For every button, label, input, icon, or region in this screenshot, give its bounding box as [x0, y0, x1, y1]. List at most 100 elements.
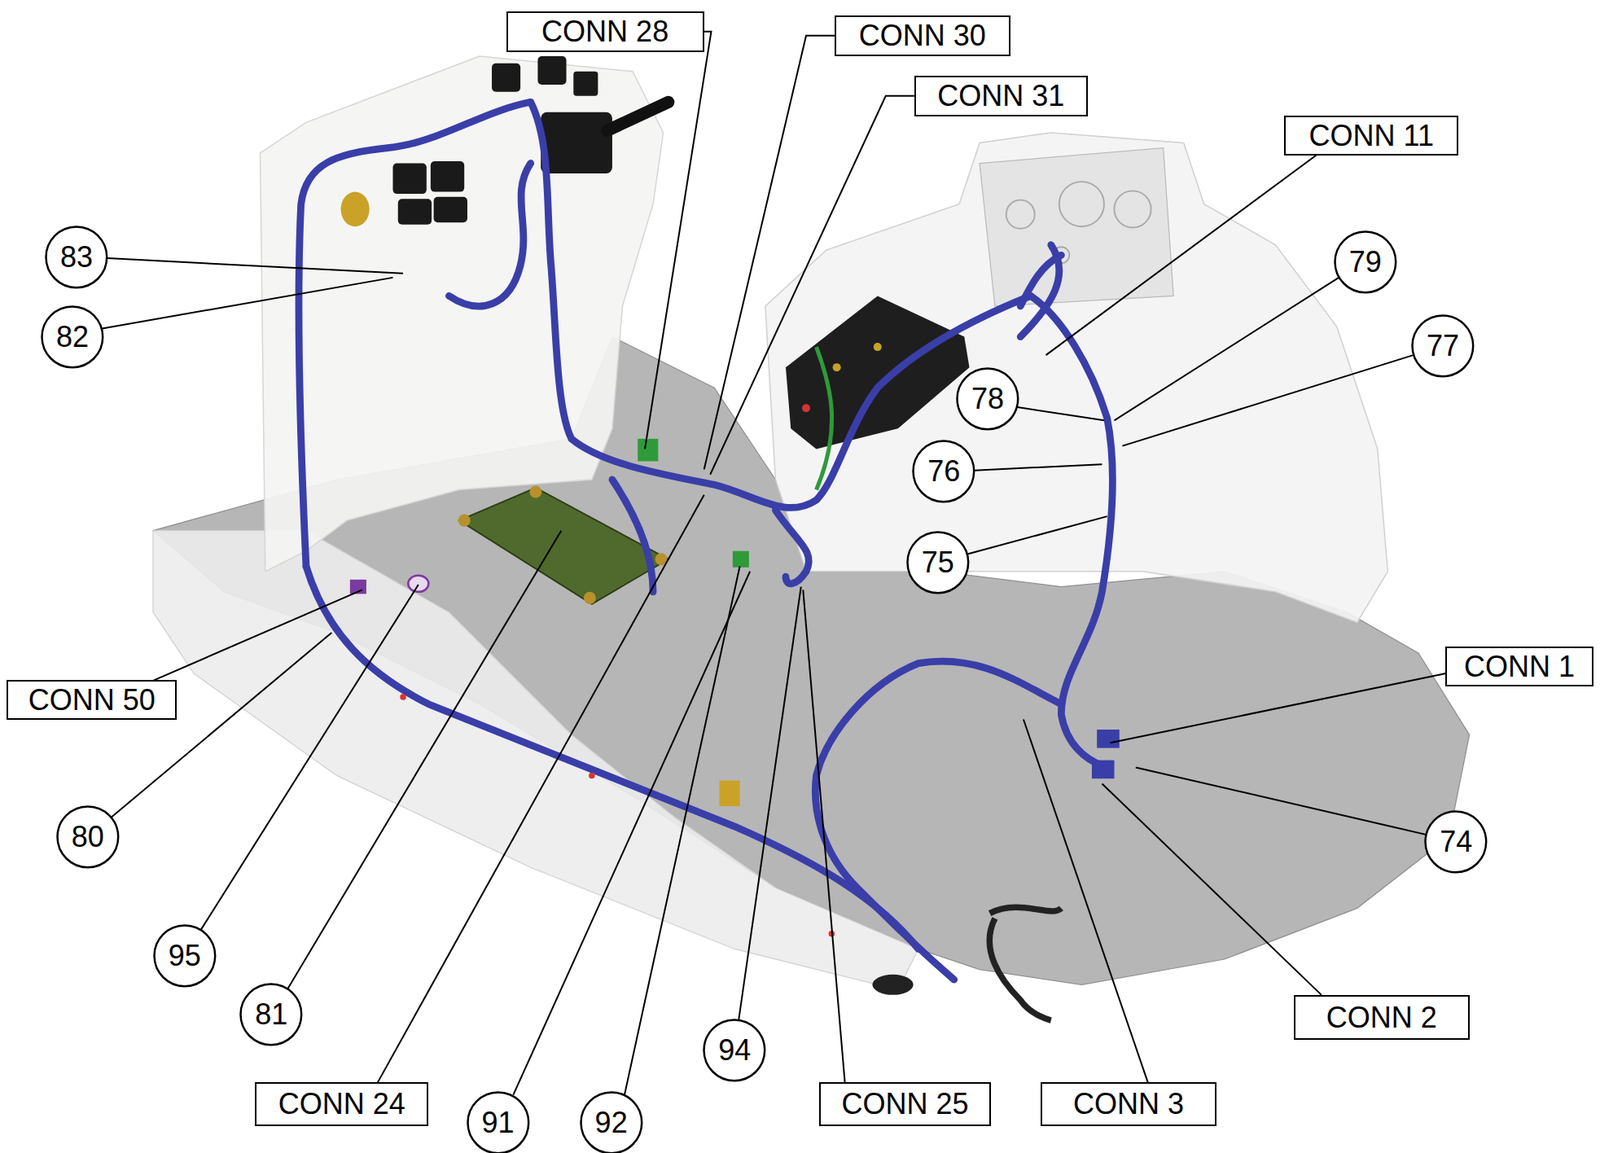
connector-name: CONN 28: [541, 15, 669, 49]
connector-name: CONN 24: [278, 1087, 406, 1121]
wiring-harness-shape: [448, 163, 531, 307]
body-panel: [153, 56, 1470, 991]
switch-components-shape: [989, 918, 1051, 1021]
leader-line-shape: [153, 589, 363, 681]
leader-line-shape: [1046, 154, 1317, 356]
callout-circle-outline: [704, 1019, 766, 1081]
switch-components-shape: [430, 161, 465, 193]
callout-number-text: 80: [71, 820, 105, 854]
connector-name: CONN 50: [28, 683, 156, 717]
callout-number-text: 75: [921, 546, 955, 579]
leader-line-shape: [1016, 407, 1105, 421]
harness-connectors-shape: [732, 551, 750, 568]
switch-components-shape: [537, 56, 566, 85]
leader-line-shape: [1101, 783, 1321, 995]
connector-name: CONN 2: [1326, 1001, 1438, 1035]
callout-number-text: 76: [927, 455, 960, 488]
leader-line-shape: [512, 571, 750, 1096]
leader-line-shape: [644, 31, 711, 450]
leader-line: [101, 31, 1446, 1096]
switch-components-shape: [832, 363, 842, 372]
electronic-module-shape: [458, 514, 471, 527]
switch-components-shape: [873, 342, 882, 351]
illustration-group: [101, 31, 1469, 1096]
switch-components-shape: [341, 192, 370, 228]
harness-connectors-shape: [399, 693, 407, 701]
switch-components-shape: [491, 63, 521, 93]
body-panel-shape: [1059, 181, 1105, 227]
wiring-harness-shape: [298, 101, 531, 566]
connector-label-box: CONN 11: [1284, 115, 1459, 157]
callout-number-text: 77: [1426, 329, 1460, 363]
connector-label-box: CONN 25: [819, 1082, 992, 1127]
connector-label-box: CONN 2: [1293, 995, 1470, 1040]
leader-line-shape: [1113, 277, 1339, 421]
wiring-harness-shape: [1020, 245, 1060, 338]
switch-components-shape: [872, 974, 913, 996]
connector-name: CONN 3: [1073, 1087, 1184, 1121]
switch-components-shape: [540, 112, 613, 174]
harness-connectors-shape: [407, 575, 429, 592]
connector-label-box: CONN 31: [914, 75, 1088, 117]
callout-number-text: 91: [482, 1106, 515, 1140]
callout-circle-outline: [46, 226, 108, 288]
callout-number-text: 74: [1439, 825, 1473, 859]
callout-number: 83: [44, 225, 109, 290]
electronic-module: [458, 486, 669, 605]
electronic-module-shape: [583, 591, 597, 605]
leader-line-shape: [704, 35, 835, 470]
body-panel-shape: [1113, 190, 1151, 228]
connector-label-box: CONN 3: [1040, 1082, 1217, 1127]
callout-number-text: 82: [56, 320, 89, 354]
callout-number-text: 83: [60, 241, 93, 274]
body-panel-shape: [1006, 200, 1035, 229]
callout-number: 77: [1411, 314, 1475, 378]
callout-circle-outline: [56, 806, 119, 868]
connector-name: CONN 1: [1464, 650, 1575, 684]
callout-number: 78: [955, 367, 1020, 431]
harness-connectors-shape: [637, 438, 658, 462]
leader-line-shape: [107, 258, 404, 274]
connector-name: CONN 31: [937, 79, 1065, 113]
connector-name: CONN 30: [859, 19, 987, 53]
switch-components-shape: [802, 403, 811, 413]
harness-connectors-shape: [588, 772, 596, 780]
callout-circle-outline: [907, 531, 969, 593]
callout-circle-outline: [241, 983, 303, 1045]
callout-number-text: 92: [595, 1106, 628, 1140]
wiring-harness-shape: [306, 566, 919, 950]
switch-components-shape: [785, 295, 970, 449]
leader-line-shape: [1135, 767, 1427, 835]
callout-number: 75: [906, 530, 970, 595]
leader-line-shape: [1023, 718, 1149, 1083]
callout-number: 95: [153, 924, 217, 988]
callout-number: 76: [911, 439, 976, 504]
callout-number: 91: [466, 1091, 531, 1153]
harness-connectors: [350, 438, 1120, 938]
leader-line-shape: [967, 516, 1108, 554]
callout-number-text: 95: [168, 939, 202, 973]
leader-line-shape: [1122, 355, 1414, 447]
callout-number-text: 79: [1349, 245, 1382, 279]
switch-components-shape: [398, 198, 432, 224]
callout-circle-outline: [1412, 315, 1474, 377]
connector-name: CONN 11: [1309, 119, 1434, 153]
connector-name: CONN 25: [841, 1087, 969, 1121]
switch-components-shape: [607, 101, 669, 131]
leader-line-shape: [111, 632, 333, 818]
leader-line-shape: [624, 566, 741, 1096]
callout-circle-outline: [42, 306, 104, 368]
harness-connectors-shape: [1091, 760, 1115, 780]
switch-components-shape: [573, 71, 598, 97]
switch-components-shape: [392, 163, 426, 195]
wiring-harness-shape: [612, 479, 654, 592]
callout-number: 74: [1424, 810, 1488, 874]
callout-circle-outline: [580, 1091, 642, 1153]
callout-number-text: 78: [971, 382, 1004, 416]
callout-number-text: 94: [718, 1034, 751, 1067]
callout-circle-outline: [153, 925, 215, 987]
connector-label-box: CONN 30: [834, 15, 1011, 57]
wiring-harness-shape: [775, 510, 809, 584]
